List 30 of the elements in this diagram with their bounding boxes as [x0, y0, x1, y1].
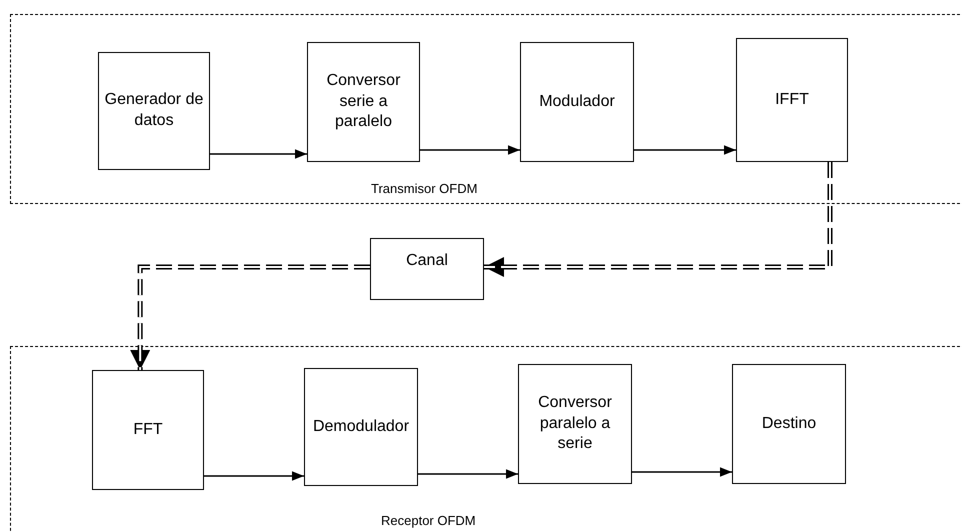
process-block — [520, 42, 634, 162]
process-block — [518, 364, 632, 484]
double-dashed-arrow — [484, 162, 832, 277]
block-label: Canal — [406, 251, 448, 271]
arrow — [420, 145, 520, 155]
block-label: Demodulador — [312, 416, 410, 437]
arrow — [204, 471, 304, 481]
block-label: Conversor paralelo a serie — [537, 392, 613, 454]
arrow — [418, 469, 518, 479]
region-label: Transmisor OFDM — [371, 181, 478, 196]
process-block — [732, 364, 846, 484]
block-label: Destino — [762, 414, 816, 434]
arrow — [634, 145, 736, 155]
block-label: Generador de datos — [104, 90, 204, 131]
dashed-region — [10, 14, 962, 204]
process-block — [304, 368, 418, 486]
block-label: Conversor serie a paralelo — [326, 70, 402, 132]
process-block — [370, 238, 484, 300]
block-label: FFT — [133, 420, 163, 440]
dashed-region — [10, 346, 962, 532]
process-block — [92, 370, 204, 490]
double-dashed-arrow — [130, 264, 370, 370]
arrow — [210, 149, 307, 159]
region-label: Receptor OFDM — [381, 513, 476, 528]
block-label: IFFT — [775, 90, 809, 110]
arrow — [632, 467, 732, 477]
process-block — [736, 38, 848, 162]
process-block — [307, 42, 420, 162]
process-block — [98, 52, 210, 170]
block-label: Modulador — [539, 92, 615, 112]
